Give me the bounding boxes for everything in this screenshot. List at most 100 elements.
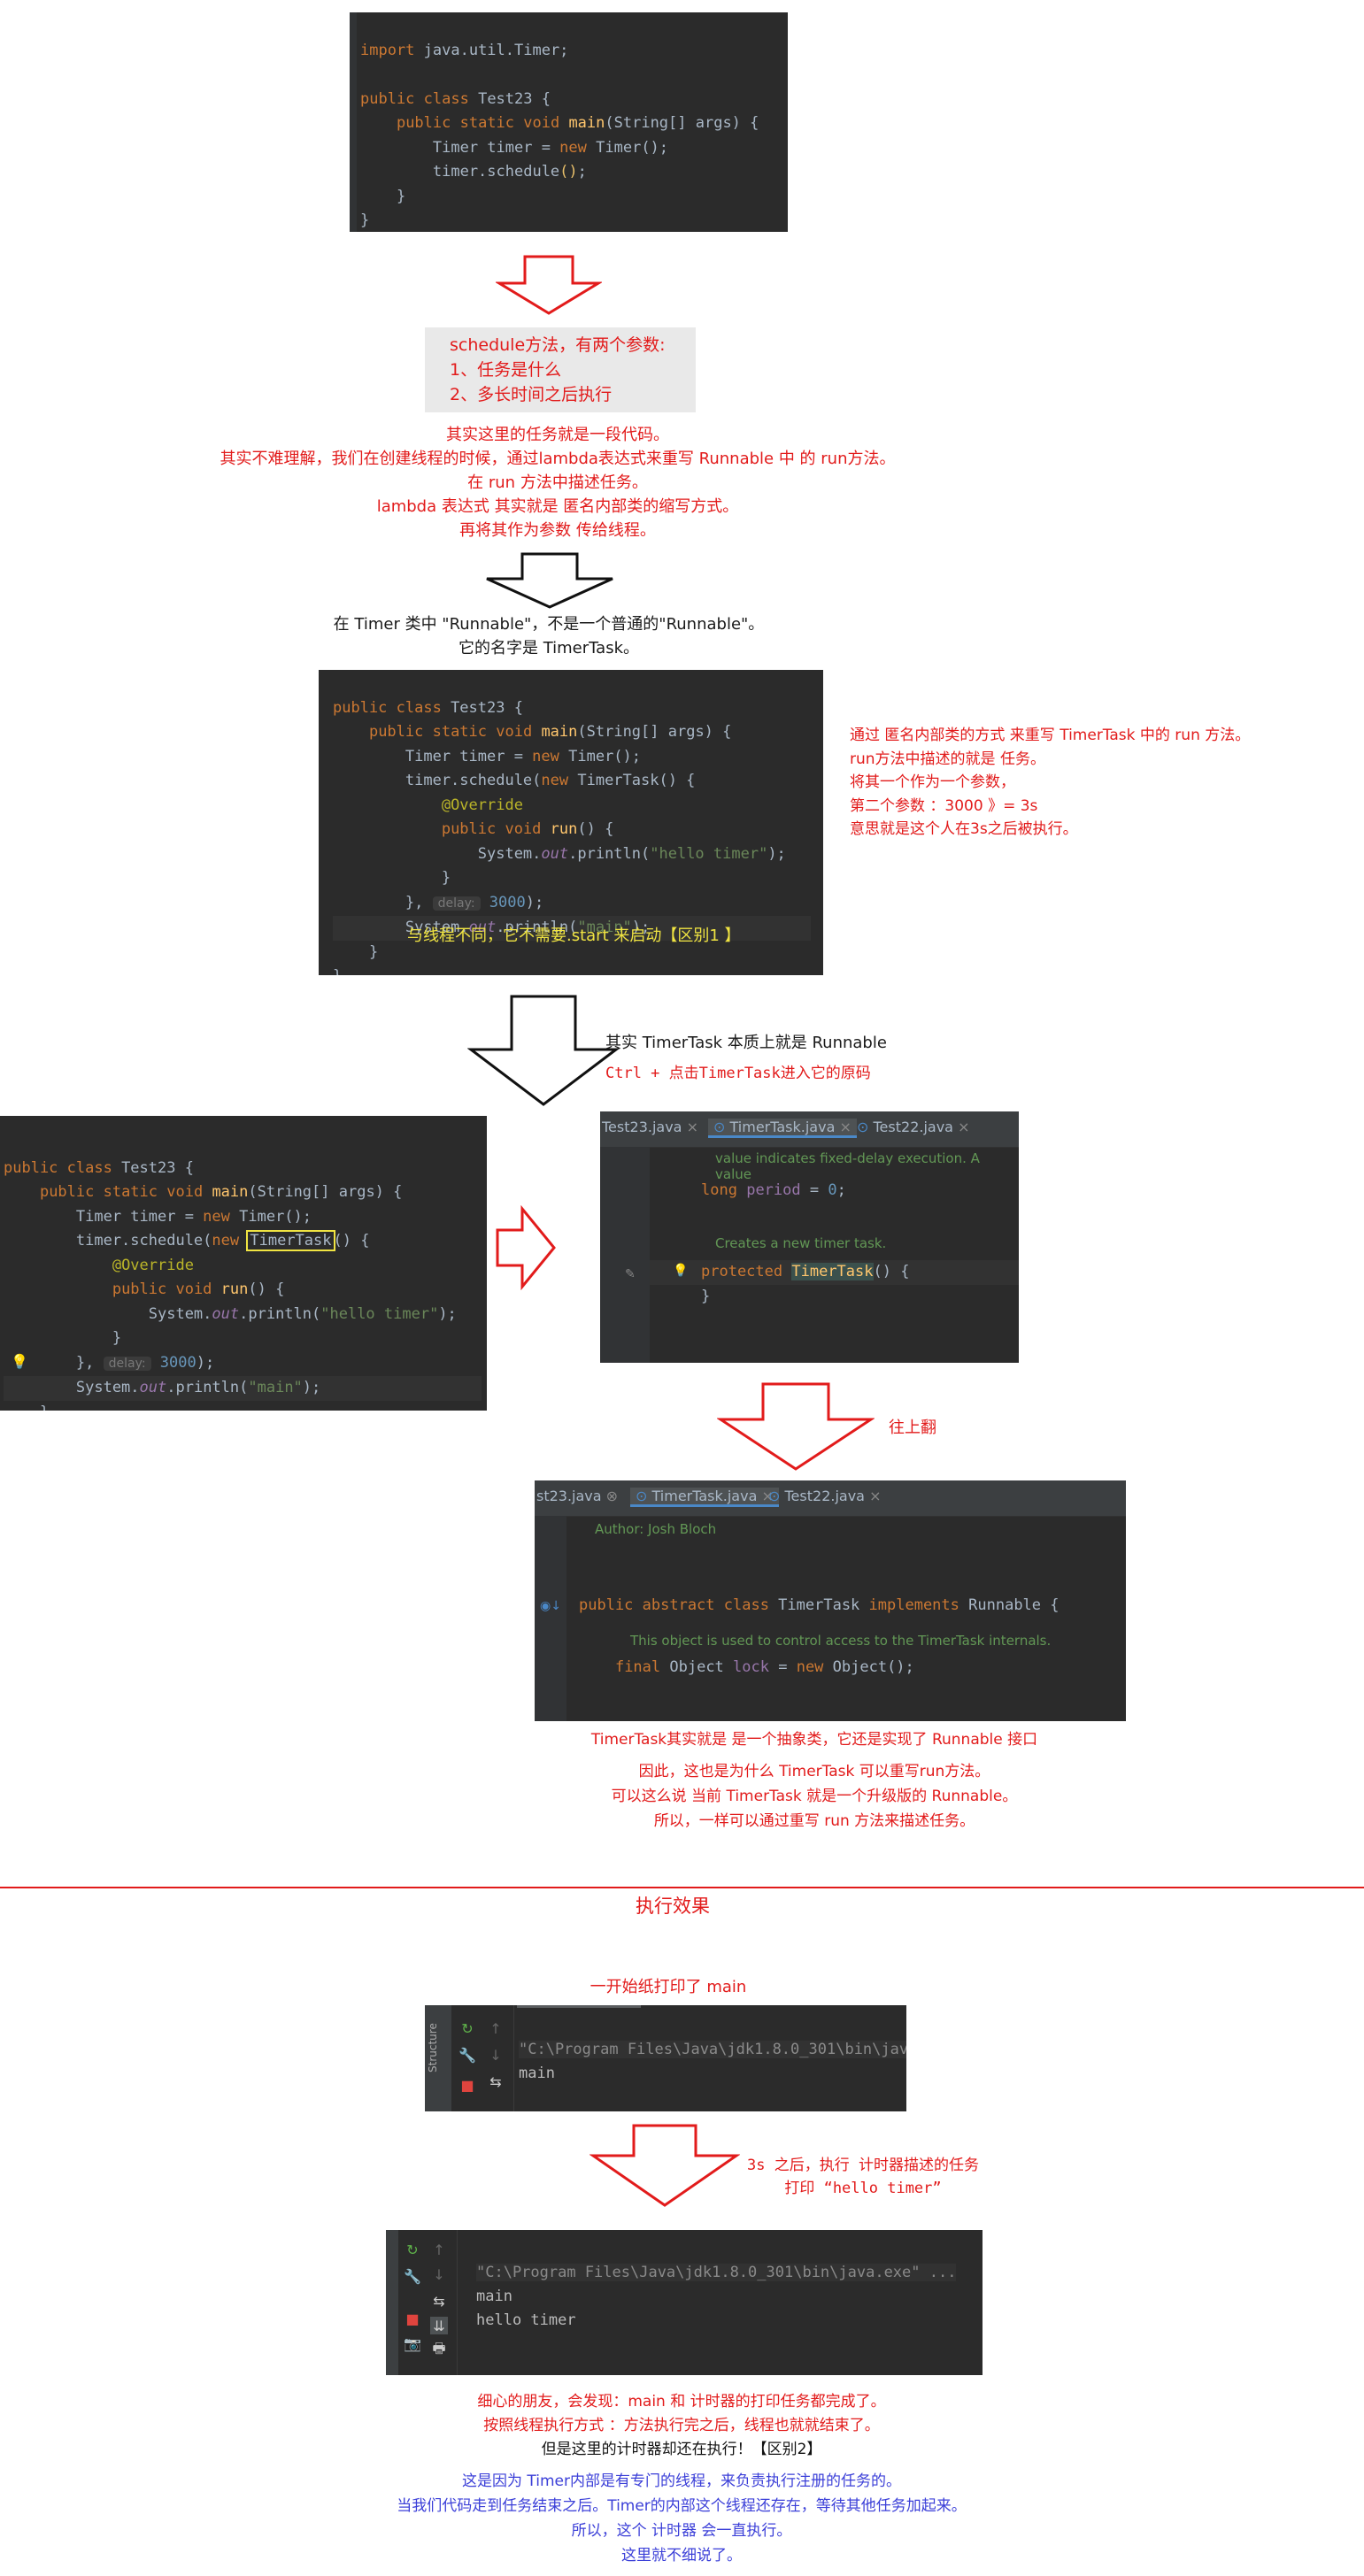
console-cmd: "C:\Program Files\Java\jdk1.8.0_301\bin\…	[519, 2041, 906, 2058]
section-divider	[0, 1887, 1364, 1888]
editor-tabs: Test23.java × ⊙ TimerTask.java × ⊙ Test2…	[600, 1111, 1019, 1148]
code-line-import: import java.util.Timer;	[360, 41, 569, 59]
structure-tab[interactable]: Structure	[427, 2023, 439, 2072]
code-editor-5: st23.java ⊗ ⊙ TimerTask.java × ⊙ Test22.…	[535, 1480, 1126, 1721]
explain-line: 这是因为 Timer内部是有专门的线程，来负责执行注册的任务的。	[462, 2472, 901, 2490]
arrow-down-icon	[486, 552, 613, 609]
schedule-note-box: schedule方法，有两个参数: 1、任务是什么 2、多长时间之后执行	[425, 327, 696, 412]
tab-test22[interactable]: ⊙ Test22.java ×	[857, 1119, 970, 1135]
wrench-icon[interactable]: 🔧	[404, 2267, 421, 2285]
explain-line: 可以这么说 当前 TimerTask 就是一个升级版的 Runnable。	[611, 1788, 1018, 1805]
code-editor-3: public class Test23 { public static void…	[0, 1116, 487, 1411]
down-arrow-icon[interactable]: ↓	[489, 2046, 502, 2064]
soft-wrap-icon[interactable]: ⇆	[489, 2072, 502, 2090]
explain-line: lambda 表达式 其实就是 匿名内部类的缩写方式。	[376, 497, 739, 516]
explain-line: TimerTask其实就是 是一个抽象类，它还是实现了 Runnable 接口	[590, 1731, 1038, 1749]
code-line-class: public class Test23 {	[360, 89, 551, 108]
explain-line: 在 Timer 类中 "Runnable"，不是一个普通的"Runnable"。	[333, 615, 765, 634]
explain-timer-thread: 这是因为 Timer内部是有专门的线程，来负责执行注册的任务的。 当我们代码走到…	[336, 2469, 1027, 2568]
side-note-line: 将其一个作为一个参数，	[850, 773, 1015, 791]
explain-difference-2: 细心的朋友，会发现：main 和 计时器的打印任务都完成了。 按照线程执行方式 …	[389, 2390, 974, 2462]
explain-line: 但是这里的计时器却还在执行！【区别2】	[541, 2441, 822, 2458]
explain-line: 再将其作为参数 传给线程。	[459, 521, 656, 540]
java-class-icon: ⊙	[713, 1119, 726, 1135]
print-icon[interactable]: 🖶	[432, 2339, 446, 2357]
explain-line: 它的名字是 TimerTask。	[458, 639, 640, 657]
scroll-up-note: 往上翻	[889, 1419, 936, 1437]
tab-test23[interactable]: Test23.java ×	[602, 1119, 698, 1135]
run2-note: 3s 之后，执行 计时器描述的任务 打印 “hello timer”	[726, 2154, 1000, 2200]
explain-line: 其实这里的任务就是一段代码。	[446, 426, 669, 444]
soft-wrap-icon[interactable]: ⇆	[433, 2292, 445, 2310]
explain-line: 在 run 方法中描述任务。	[467, 473, 648, 492]
side-note-line: 通过 匿名内部类的方式 来重写 TimerTask 中的 run 方法。	[850, 727, 1251, 744]
doc-comment: value indicates fixed-delay execution. A…	[715, 1150, 980, 1182]
up-arrow-icon[interactable]: ↑	[433, 2241, 445, 2258]
explain-abstract: TimerTask其实就是 是一个抽象类，它还是实现了 Runnable 接口 …	[416, 1727, 1213, 1834]
run2-note-line-2: 打印 “hello timer”	[784, 2180, 942, 2197]
tab-timertask[interactable]: ⊙ TimerTask.java ×	[630, 1488, 779, 1507]
note-item-1: 1、任务是什么	[450, 360, 562, 380]
arrow-down-icon	[717, 1382, 875, 1471]
stop-icon[interactable]: ■	[460, 2076, 474, 2094]
java-class-icon: ⊙	[636, 1488, 648, 1504]
code-editor-4: Test23.java × ⊙ TimerTask.java × ⊙ Test2…	[600, 1111, 1019, 1363]
bulb-icon[interactable]: 💡	[11, 1353, 28, 1370]
code-line-timer: Timer timer = new Timer();	[360, 138, 669, 157]
timertask-highlight[interactable]: TimerTask	[246, 1230, 335, 1251]
console-output-main: main	[476, 2288, 512, 2305]
java-class-icon: ⊙	[768, 1488, 781, 1504]
explain-line: 这里就不细说了。	[621, 2547, 742, 2564]
code-line-schedule: timer.schedule();	[360, 163, 587, 181]
run-console-2: ↻ 🔧 ■ 📷 ↑ ↓ ⇆ ⇊ 🖶 "C:\Program Files\Java…	[386, 2230, 983, 2375]
run-console-1: Structure ↻ 🔧 ■ ↑ ↓ ⇆ "C:\Program Files\…	[425, 2005, 906, 2111]
explain-lambda: 其实这里的任务就是一段代码。 其实不难理解，我们在创建线程的时候，通过lambd…	[177, 423, 938, 542]
rerun-icon[interactable]: ↻	[461, 2019, 474, 2037]
pencil-icon: ✎	[625, 1267, 636, 1281]
arrow-down-icon	[467, 995, 620, 1106]
camera-icon[interactable]: 📷	[404, 2334, 421, 2352]
java-class-icon: ⊙	[857, 1119, 869, 1135]
explain-line: 所以，这个 计时器 会一直执行。	[571, 2522, 792, 2540]
explain-line: 当我们代码走到任务结束之后。Timer的内部这个线程还存在，等待其他任务加起来。	[397, 2497, 967, 2515]
explain-line: 其实不难理解，我们在创建线程的时候，通过lambda表达式来重写 Runnabl…	[220, 450, 896, 468]
explain-line: 所以，一样可以通过重写 run 方法来描述任务。	[653, 1812, 975, 1830]
stop-icon[interactable]: ■	[405, 2310, 420, 2327]
code-editor-2: public class Test23 { public static void…	[319, 670, 823, 975]
arrow-down-icon	[496, 255, 602, 315]
scroll-end-icon[interactable]: ⇊	[430, 2317, 448, 2334]
author-doc: Author: Josh Bloch	[595, 1521, 717, 1537]
tab-timertask[interactable]: ⊙ TimerTask.java ×	[708, 1119, 857, 1138]
tab-test22[interactable]: ⊙ Test22.java ×	[768, 1488, 882, 1504]
note-title: schedule方法，有两个参数:	[450, 335, 666, 355]
doc-comment: Creates a new timer task.	[715, 1235, 887, 1251]
explain-timertask: 在 Timer 类中 "Runnable"，不是一个普通的"Runnable"。…	[292, 612, 805, 660]
arrow-note-line-1: 其实 TimerTask 本质上就是 Runnable	[605, 1034, 887, 1052]
down-arrow-icon[interactable]: ↓	[433, 2265, 445, 2283]
bulb-icon[interactable]: 💡	[673, 1264, 689, 1278]
up-arrow-icon[interactable]: ↑	[489, 2019, 502, 2037]
doc-comment: This object is used to control access to…	[630, 1633, 1052, 1649]
console-cmd: "C:\Program Files\Java\jdk1.8.0_301\bin\…	[476, 2264, 957, 2281]
note-item-2: 2、多长时间之后执行	[450, 385, 613, 404]
arrow-right-icon	[496, 1205, 556, 1290]
tab-test23[interactable]: st23.java ⊗	[536, 1488, 619, 1504]
side-note-anonymous: 通过 匿名内部类的方式 来重写 TimerTask 中的 run 方法。 run…	[850, 724, 1345, 842]
side-note-line: 第二个参数 ：3000 》= 3s	[850, 796, 1038, 815]
console-output-hello: hello timer	[476, 2311, 576, 2329]
side-note-line: run方法中描述的就是 任务。	[850, 750, 1045, 768]
code-editor-1: import java.util.Timer; public class Tes…	[350, 12, 788, 232]
arrow-note: 其实 TimerTask 本质上就是 Runnable Ctrl + 点击Tim…	[605, 1028, 887, 1088]
wrench-icon[interactable]: 🔧	[459, 2046, 476, 2064]
code-line-main: public static void main(String[] args) {	[396, 114, 759, 132]
explain-line: 因此，这也是为什么 TimerTask 可以重写run方法。	[638, 1763, 990, 1780]
arrow-down-icon	[590, 2124, 740, 2207]
editor-tabs: st23.java ⊗ ⊙ TimerTask.java × ⊙ Test22.…	[535, 1480, 1126, 1517]
explain-line: 细心的朋友，会发现：main 和 计时器的打印任务都完成了。	[477, 2393, 886, 2411]
no-start-note: 与线程不同，它不需要.start 来启动【区别1 】	[407, 927, 741, 945]
run1-caption: 一开始纸打印了 main	[590, 1978, 747, 1996]
rerun-icon[interactable]: ↻	[406, 2241, 419, 2258]
side-note-line: 意思就是这个人在3s之后被执行。	[850, 820, 1078, 838]
implements-icon[interactable]: ◉↓	[540, 1599, 561, 1613]
section-title: 执行效果	[636, 1895, 710, 1917]
